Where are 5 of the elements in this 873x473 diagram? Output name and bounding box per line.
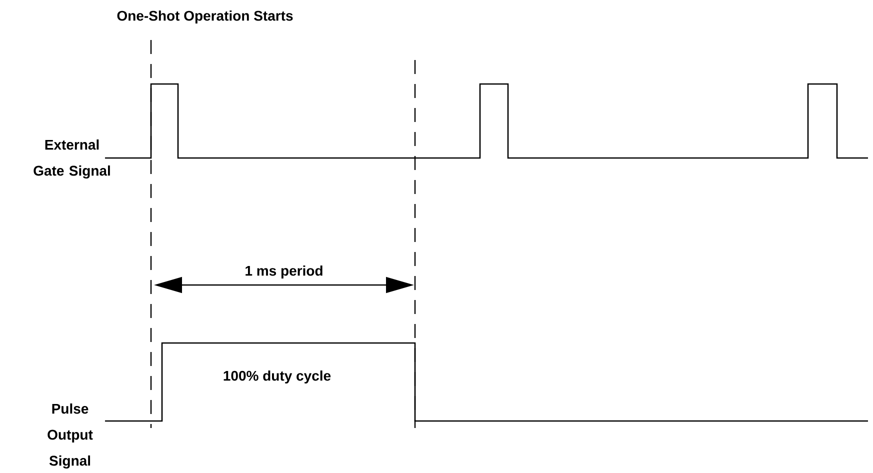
dimension-label: 1 ms period — [246, 265, 322, 279]
signal-name: Pulse Output Signal — [48, 403, 93, 469]
note-text: 100% duty cycle — [224, 370, 331, 384]
note-text: One-Shot Operation Starts — [117, 10, 293, 24]
signal-name: External Gate Signal — [34, 139, 110, 179]
